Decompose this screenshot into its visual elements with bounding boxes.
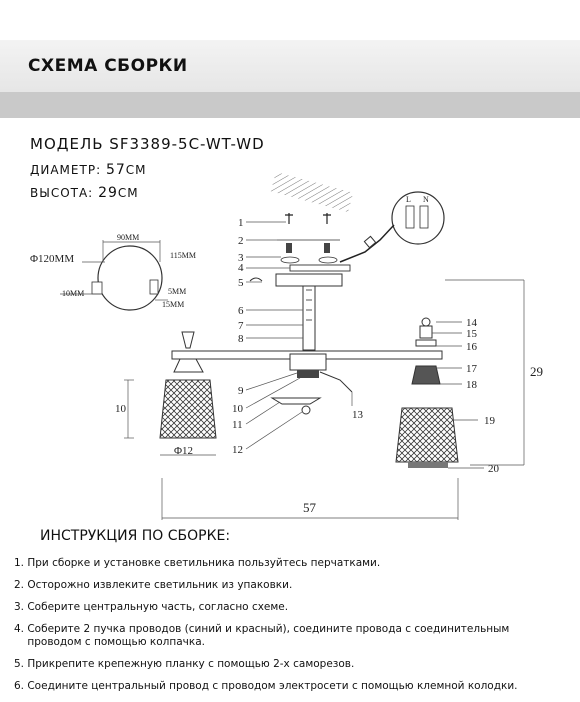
height-line: ВЫСОТА: 29СМ [30, 185, 139, 201]
terminal-label-n: N [423, 195, 429, 204]
height-unit: СМ [117, 186, 139, 200]
part-number: 4 [238, 262, 244, 274]
instruction-step: 4. Соберите 2 пучка проводов (синий и кр… [14, 623, 510, 648]
part-number: 18 [466, 379, 478, 391]
right-lamp [395, 317, 459, 468]
banner-light-band [0, 40, 580, 92]
model-label: МОДЕЛЬ [30, 135, 104, 153]
arm-bar [171, 350, 443, 415]
terminal-block: L N [339, 191, 445, 263]
page-title: СХЕМА СБОРКИ [28, 56, 188, 76]
instructions-list: 1. При сборке и установке светильника по… [14, 557, 578, 702]
part-number: 3 [238, 252, 244, 264]
canopy-detail: 90ММ Φ120ММ 115ММ 10ММ 5ММ 15ММ [30, 233, 196, 311]
banner-dark-band [0, 92, 580, 118]
canopy-circle [97, 245, 163, 311]
part-callouts [245, 221, 484, 469]
part-number: 17 [466, 363, 478, 375]
part-number: 20 [488, 463, 500, 475]
model-line: МОДЕЛЬ SF3389-5C-WT-WD [30, 135, 265, 153]
part-number: 13 [352, 409, 364, 421]
assembly-diagram: 90ММ Φ120ММ 115ММ 10ММ 5ММ 15ММ L N [30, 171, 543, 520]
height-label: ВЫСОТА: [30, 186, 94, 200]
left-lamp: 10 Φ12 [115, 331, 217, 457]
model-code: SF3389-5C-WT-WD [109, 135, 265, 153]
part-number: 1 [238, 217, 244, 229]
instruction-step: 3. Соберите центральную часть, согласно … [14, 601, 289, 613]
part-number: 16 [466, 341, 478, 353]
header-banner: СХЕМА СБОРКИ [0, 40, 580, 118]
part-number: 8 [238, 333, 244, 345]
part-number: 12 [232, 444, 243, 456]
part-number: 7 [238, 320, 244, 332]
total-width-label: 57 [303, 500, 317, 515]
canopy-offset-label: 10ММ [62, 289, 84, 298]
screws-group [277, 213, 340, 264]
canopy-diameter-label: Φ120ММ [30, 253, 74, 265]
canopy-depth-label: 115ММ [170, 251, 196, 260]
part-number: 5 [238, 277, 244, 289]
part-number: 9 [238, 385, 244, 397]
height-dimension: 29 [445, 279, 543, 466]
terminal-label-l: L [406, 195, 411, 204]
part-number: 14 [466, 317, 478, 329]
ceiling [270, 171, 354, 213]
diameter-unit: СМ [125, 163, 147, 177]
shade-diameter-label: Φ12 [174, 445, 193, 457]
total-height-label: 29 [530, 364, 543, 379]
part-number: 2 [238, 235, 244, 247]
part-number: 11 [232, 419, 243, 431]
canopy-screw-label: 15ММ [162, 300, 184, 309]
height-value: 29 [98, 185, 118, 201]
instructions-title: ИНСТРУКЦИЯ ПО СБОРКЕ: [40, 528, 231, 544]
instruction-step: 1. При сборке и установке светильника по… [14, 557, 381, 569]
mounting-assembly [249, 264, 351, 351]
canopy-gap-label: 5ММ [168, 287, 186, 296]
diameter-label: ДИАМЕТР: [30, 163, 102, 177]
part-number: 15 [466, 328, 478, 340]
part-number: 10 [232, 403, 244, 415]
part-number: 19 [484, 415, 496, 427]
part-number: 6 [238, 305, 244, 317]
shade-height-label: 10 [115, 403, 127, 415]
instruction-step: 2. Осторожно извлеките светильник из упа… [14, 579, 293, 591]
instruction-step: 5. Прикрепите крепежную планку с помощью… [14, 658, 355, 670]
width-dimension: 57 [161, 478, 459, 520]
diameter-value: 57 [105, 162, 126, 178]
diameter-line: ДИАМЕТР: 57СМ [30, 162, 147, 178]
instruction-step: 6. Соедините центральный провод с провод… [14, 680, 518, 692]
part-number-labels: 1 2 3 4 5 6 7 8 9 10 11 12 13 14 15 16 1… [232, 217, 500, 475]
canopy-width-label: 90ММ [117, 233, 139, 242]
